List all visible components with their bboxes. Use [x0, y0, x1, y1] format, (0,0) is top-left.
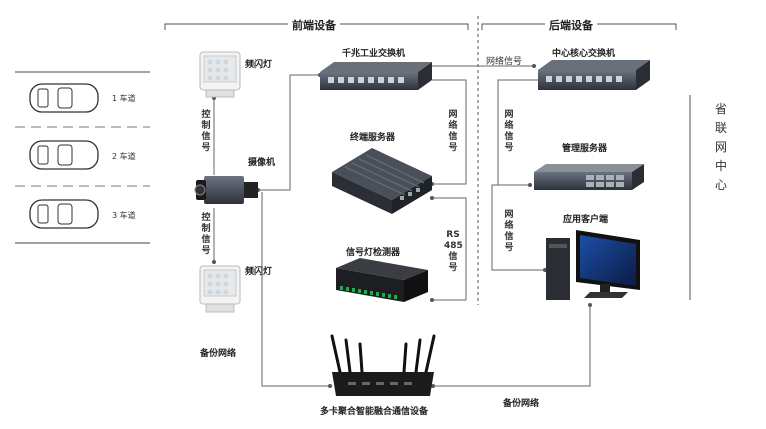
flash-light-bottom-icon [199, 265, 241, 313]
signal-detector-icon [336, 258, 428, 302]
rs485-line [432, 197, 467, 301]
backup-network-left-label: 备份网络 [200, 349, 237, 359]
backup-left-line [261, 192, 330, 387]
terminal-server-label: 终端服务器 [350, 133, 396, 143]
net-front-vertical-label: 网络信号 [448, 110, 458, 153]
mgmt-server-icon [534, 164, 644, 190]
backup-network-right-label: 备份网络 [503, 399, 540, 409]
flash-bottom-label: 频闪灯 [245, 267, 273, 277]
mgmt-server-label: 管理服务器 [562, 144, 608, 154]
car-1-icon [29, 83, 99, 113]
province-center-label: 省联网中心 [714, 102, 727, 192]
lane-label-2: 2 车道 [112, 152, 136, 161]
signal-detector-label: 信号灯检测器 [346, 248, 401, 258]
gigabit-switch-label: 千兆工业交换机 [342, 49, 406, 59]
app-client-icon [546, 230, 640, 300]
control-signal-top-label: 控制信号 [201, 110, 211, 153]
core-to-mgmt-line [497, 79, 538, 186]
backup-right-line [433, 305, 591, 387]
control-signal-bottom-label: 控制信号 [201, 213, 211, 256]
net-switch-to-core-label: 网络信号 [486, 57, 523, 67]
switch-to-terminal-line [432, 79, 467, 185]
core-to-client-line [491, 184, 545, 271]
core-switch-icon [538, 60, 650, 90]
section-title-back: 后端设备 [545, 17, 597, 33]
section-title-front: 前端设备 [288, 17, 340, 33]
car-2-icon [29, 140, 99, 170]
flash-light-top-icon [199, 51, 241, 98]
multicard-device-label: 多卡聚合智能融合通信设备 [320, 407, 429, 417]
terminal-server-icon [332, 148, 432, 214]
camera-icon [194, 176, 258, 204]
net-back-top-label: 网络信号 [504, 110, 514, 153]
camera-label: 摄像机 [248, 158, 276, 168]
app-client-label: 应用客户端 [563, 215, 609, 225]
car-3-icon [29, 199, 99, 229]
multicard-device-icon [330, 334, 436, 396]
lane-label-1: 1 车道 [112, 94, 136, 103]
core-switch-label: 中心核心交换机 [552, 49, 616, 59]
road-lanes [15, 71, 150, 244]
camera-to-switch-line [258, 74, 320, 191]
gigabit-switch-icon [320, 62, 432, 90]
flash-top-label: 频闪灯 [245, 60, 273, 70]
connection-lines [213, 65, 591, 387]
net-back-bottom-label: 网络信号 [504, 210, 514, 253]
lane-label-3: 3 车道 [112, 211, 136, 220]
connection-dots [212, 64, 592, 388]
